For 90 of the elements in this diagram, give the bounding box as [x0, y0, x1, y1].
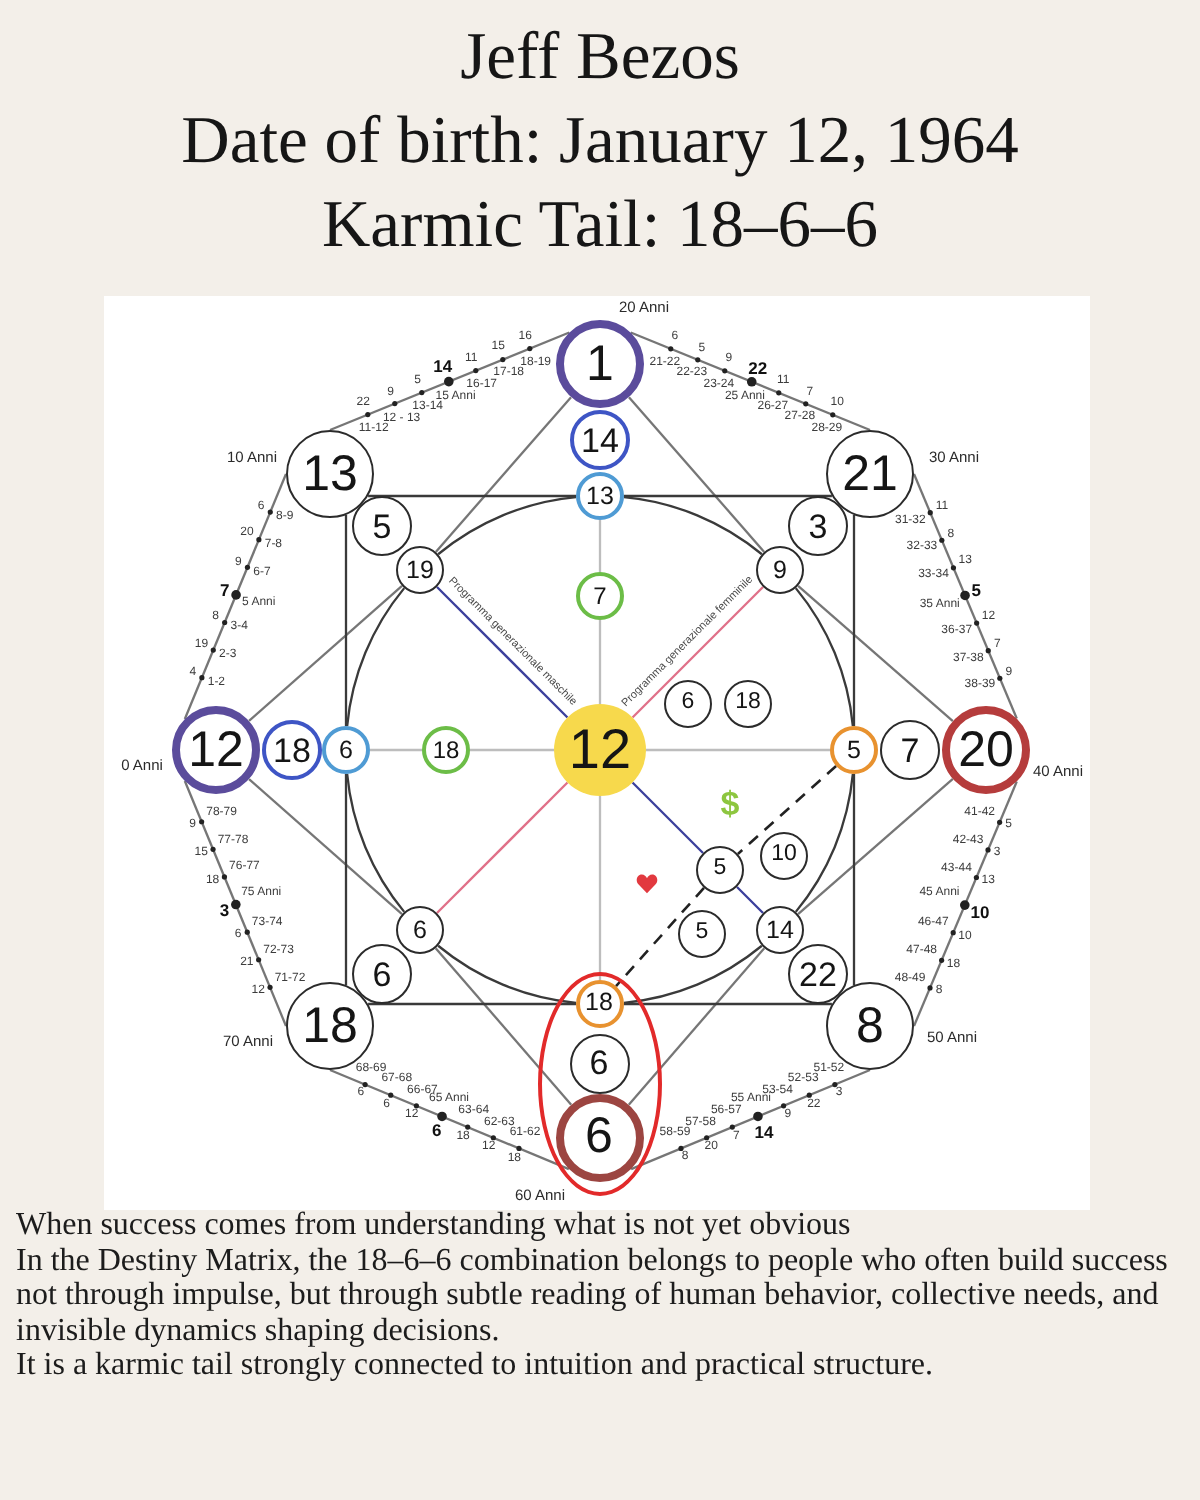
- number-circle: 12: [172, 706, 260, 794]
- milestone-value: 7: [220, 582, 230, 599]
- tagline: When success comes from understanding what is not yet obvious: [16, 1208, 853, 1243]
- connector-line: [631, 781, 704, 854]
- circle-arc: [794, 773, 854, 913]
- square-side-line: [344, 774, 348, 985]
- number-circle: 18: [724, 680, 772, 728]
- connector-line: [434, 396, 572, 553]
- connector-line: [598, 796, 602, 980]
- connector-line: [248, 778, 403, 915]
- circle-arc: [794, 587, 854, 727]
- paragraph: It is a karmic tail strongly connected to intuition and practical structure.: [16, 1348, 936, 1383]
- number-circle: 21: [826, 430, 914, 518]
- center-number-circle: 12: [554, 704, 646, 796]
- number-circle: 22: [788, 944, 848, 1004]
- number-circle: 18: [575, 979, 623, 1027]
- karmic-tail-line: Karmic Tail: 18–6–6: [321, 186, 878, 266]
- milestone-value: 6: [431, 1121, 442, 1138]
- highlight-ellipse: [538, 972, 662, 1196]
- age-scale-line: [912, 473, 1018, 719]
- number-circle: 7: [576, 572, 624, 620]
- number-circle: 13: [576, 472, 624, 520]
- number-circle: 6: [555, 1093, 643, 1181]
- number-circle: 5: [696, 846, 744, 894]
- circle-arc: [437, 496, 577, 556]
- dollar-sign: $: [720, 787, 740, 821]
- circle-arc: [437, 944, 577, 1004]
- connector-line: [646, 748, 830, 752]
- number-circle: 10: [760, 832, 808, 880]
- milestone-value: 22: [748, 359, 768, 376]
- page-title: Jeff Bezos: [460, 18, 740, 98]
- age-scale-line: [183, 473, 288, 720]
- milestone-value: 10: [970, 903, 990, 920]
- age-scale-line: [329, 1068, 570, 1171]
- connector-line: [470, 748, 554, 752]
- milestone-value: 14: [433, 358, 453, 375]
- number-circle: 18: [422, 726, 470, 774]
- number-circle: 18: [262, 720, 322, 780]
- number-circle: 6: [322, 726, 370, 774]
- circle-arc: [623, 944, 763, 1004]
- connector-line: [736, 886, 764, 914]
- square-side-line: [624, 494, 832, 498]
- milestone-value: 14: [754, 1123, 774, 1140]
- milestone-value: 3: [219, 901, 230, 918]
- number-circle: 6: [352, 944, 412, 1004]
- number-circle: 6: [664, 680, 712, 728]
- age-scale-line: [912, 781, 1018, 1027]
- connector-line: [628, 396, 766, 553]
- square-side-line: [852, 515, 856, 726]
- number-circle: 19: [396, 546, 444, 594]
- connector-line: [598, 620, 602, 704]
- dashed-line: [737, 765, 837, 855]
- age-scale-line: [630, 331, 871, 432]
- circle-arc: [346, 773, 406, 913]
- connector-line: [797, 778, 954, 916]
- connector-line: [598, 520, 602, 572]
- circle-arc: [623, 496, 763, 556]
- connector-line: [370, 748, 422, 752]
- square-side-line: [624, 1002, 832, 1006]
- square-side-line: [368, 494, 576, 498]
- square-side-line: [344, 515, 348, 726]
- connector-line: [434, 947, 573, 1106]
- number-circle: 6: [569, 1033, 629, 1093]
- number-circle: 5: [678, 910, 726, 958]
- number-circle: 14: [570, 410, 630, 470]
- connector-line: [627, 947, 766, 1106]
- connector-line: [631, 586, 764, 719]
- milestone-value: 5: [971, 582, 982, 599]
- connector-line: [436, 781, 569, 914]
- number-circle: 20: [942, 706, 1030, 794]
- number-circle: 7: [880, 720, 940, 780]
- age-scale-line: [630, 1068, 871, 1171]
- age-scale-line: [183, 780, 288, 1027]
- connector-line: [797, 584, 954, 722]
- age-scale-line: [329, 331, 570, 432]
- connector-line: [436, 586, 569, 719]
- number-circle: 9: [756, 546, 804, 594]
- paragraph: In the Destiny Matrix, the 18–6–6 combination belongs to people who often build success not through impulse, but through subtle reading of human behavior, collective needs, and invisible dynamics shaping decisions.: [16, 1243, 1170, 1348]
- number-circle: 3: [788, 496, 848, 556]
- number-circle: 6: [396, 906, 444, 954]
- connector-line: [248, 585, 403, 722]
- number-circle: 1: [556, 320, 644, 408]
- number-circle: 5: [830, 726, 878, 774]
- square-side-line: [852, 774, 856, 985]
- circle-arc: [346, 587, 406, 727]
- dashed-line: [615, 887, 705, 987]
- number-circle: 14: [756, 906, 804, 954]
- birth-date-line: Date of birth: January 12, 1964: [181, 102, 1019, 182]
- number-circle: 5: [352, 496, 412, 556]
- square-side-line: [368, 1002, 576, 1006]
